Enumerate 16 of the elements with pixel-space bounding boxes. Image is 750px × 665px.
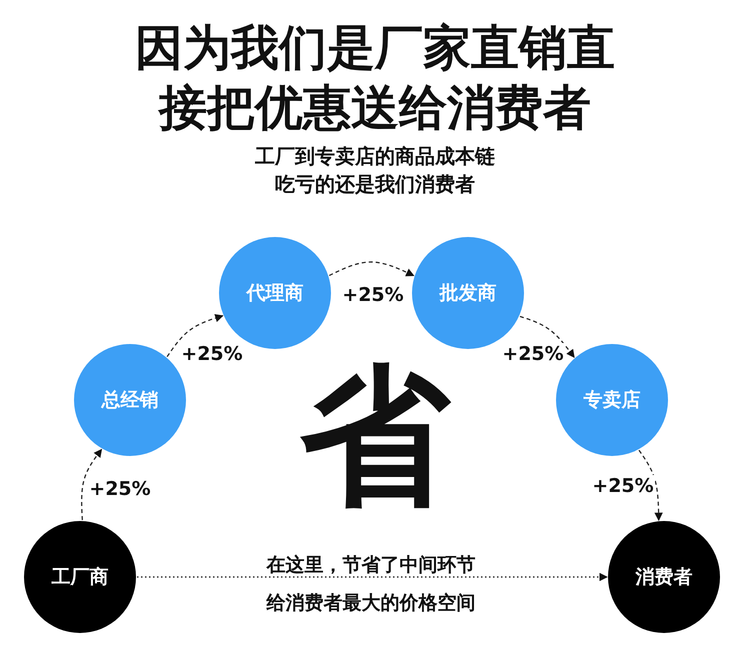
arrow — [81, 448, 102, 520]
node-label: 批发商 — [440, 281, 496, 306]
subtitle: 工厂到专卖店的商品成本链吃亏的还是我们消费者 — [254, 143, 496, 198]
node-label: 总经销 — [102, 388, 158, 413]
node-label: 代理商 — [246, 281, 304, 306]
node-label: 工厂商 — [52, 565, 108, 590]
note-text: 在这里，节省了中间环节给消费者最大的价格空间 — [265, 553, 476, 616]
title: 因为我们是厂家直销直接把优惠送给消费者 — [134, 19, 616, 138]
arrow — [520, 316, 575, 358]
arrow — [166, 314, 224, 358]
arrow — [328, 261, 414, 276]
big-character: 省 — [299, 352, 452, 522]
arrow — [638, 450, 663, 522]
arrow — [137, 572, 608, 582]
node-label: 消费者 — [636, 565, 692, 590]
node-label: 专卖店 — [584, 388, 640, 413]
